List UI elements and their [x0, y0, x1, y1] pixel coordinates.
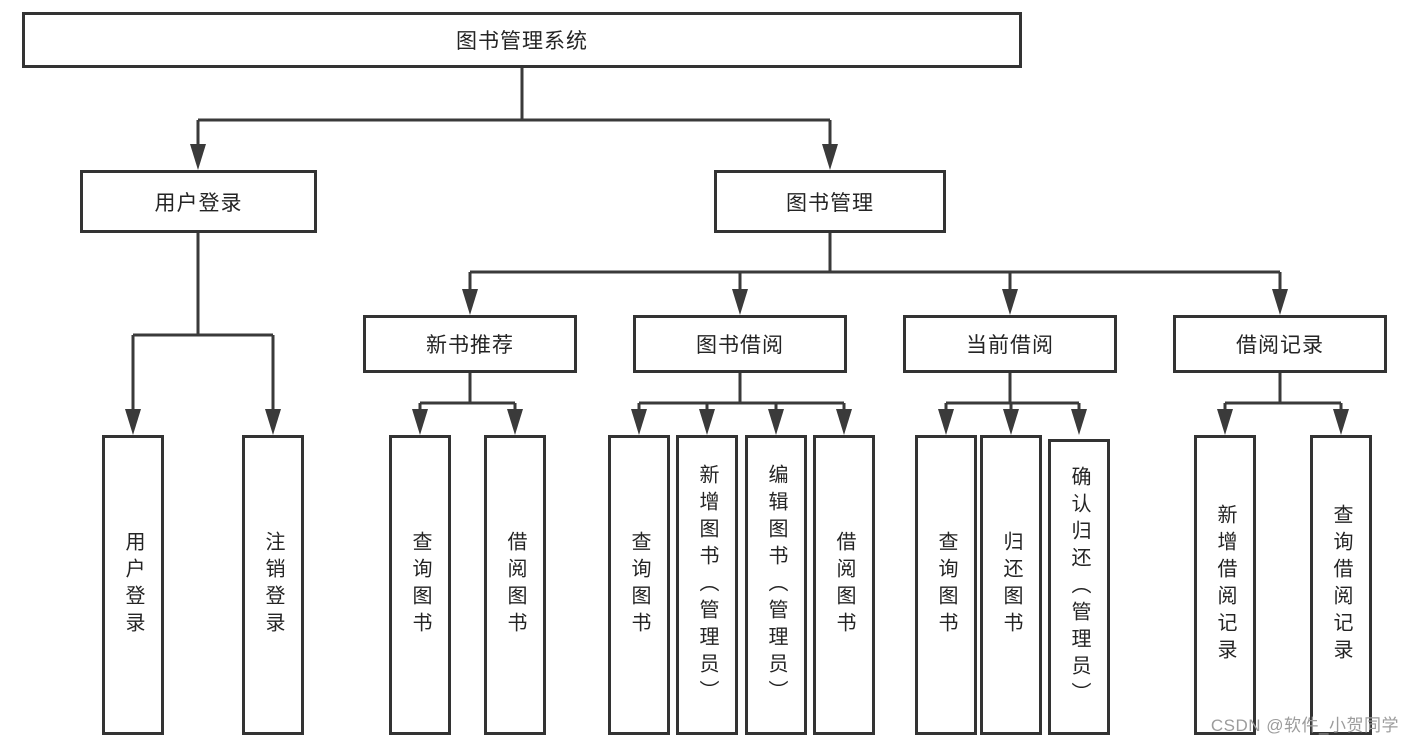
- node-root: 图书管理系统: [22, 12, 1022, 68]
- node-book-management: 图书管理: [714, 170, 946, 233]
- node-new-book-recommend: 新书推荐: [363, 315, 577, 373]
- leaf-records-query-record: 查询借阅记录: [1310, 435, 1372, 735]
- leaf-user-login: 用户登录: [102, 435, 164, 735]
- leaf-borrow-edit-books-admin: 编辑图书（管理员）: [745, 435, 807, 735]
- leaf-records-add-record: 新增借阅记录: [1194, 435, 1256, 735]
- leaf-current-query-books: 查询图书: [915, 435, 977, 735]
- leaf-borrow-query-books: 查询图书: [608, 435, 670, 735]
- leaf-borrow-borrow-books: 借阅图书: [813, 435, 875, 735]
- leaf-current-confirm-return-admin: 确认归还（管理员）: [1048, 439, 1110, 735]
- leaf-current-return-books: 归还图书: [980, 435, 1042, 735]
- csdn-watermark: CSDN @软件_小贺同学: [1210, 716, 1399, 735]
- node-current-borrow: 当前借阅: [903, 315, 1117, 373]
- leaf-recommend-query-books: 查询图书: [389, 435, 451, 735]
- leaf-recommend-borrow-books: 借阅图书: [484, 435, 546, 735]
- node-borrow-records: 借阅记录: [1173, 315, 1387, 373]
- node-user-login: 用户登录: [80, 170, 317, 233]
- leaf-logout: 注销登录: [242, 435, 304, 735]
- leaf-borrow-add-books-admin: 新增图书（管理员）: [676, 435, 738, 735]
- node-book-borrow: 图书借阅: [633, 315, 847, 373]
